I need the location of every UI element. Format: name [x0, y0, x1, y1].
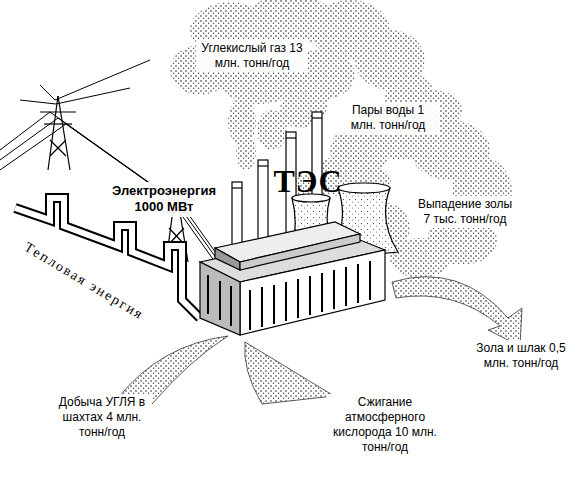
- plant-building-part: [261, 287, 263, 327]
- plant-building-part: [240, 234, 360, 270]
- plant-building-part: [285, 282, 287, 321]
- emission-label: Пары воды 1 млн. тонн/год: [336, 102, 440, 134]
- pylon-part: [48, 96, 58, 170]
- input-label: Добыча УГЛЯ в шахтах 4 млн. тонн/год: [52, 394, 152, 441]
- cooling-tower-part: [338, 183, 390, 193]
- power-line-part: [40, 60, 150, 100]
- plant-building-part: [369, 261, 371, 300]
- flow-arrow-part: [245, 342, 334, 404]
- plant-building-part: [208, 261, 370, 330]
- pylon-part: [44, 123, 72, 124]
- emission-label: Углекислый газ 13 млн. тонн/год: [196, 40, 308, 72]
- chimney-part: [312, 117, 322, 118]
- input-label: Сжигание атмосферного кислорода 10 млн. …: [326, 394, 444, 456]
- pylon-part: [50, 140, 66, 156]
- plant-building-part: [333, 270, 335, 309]
- plant-building-part: [309, 276, 311, 315]
- pylon-part: [58, 96, 70, 170]
- plant-building-part: [200, 262, 240, 335]
- power-line-part: [20, 88, 130, 104]
- chimney-part: [258, 165, 268, 166]
- plant-building-part: [357, 264, 359, 303]
- pylon-part: [50, 140, 66, 156]
- plant-building-part: [249, 290, 251, 330]
- plant-name: ТЭС: [258, 164, 358, 198]
- plant-building-part: [273, 285, 275, 324]
- plant-building-part: [215, 248, 240, 270]
- waste-label: Зола и шлак 0,5 млн. тонн/год: [462, 340, 580, 372]
- plant-building-part: [297, 279, 299, 318]
- chimney-part: [232, 187, 242, 188]
- smoke-cloud-part: [236, 134, 256, 170]
- plant-building-part: [321, 273, 323, 312]
- plant-building-part: [207, 275, 209, 314]
- plant-building-part: [230, 286, 232, 326]
- emission-label: Выпадение золы 7 тыс. тонн/год: [410, 196, 520, 228]
- plant-building: [200, 222, 385, 335]
- flow-arrow-part: [392, 277, 522, 346]
- smoke-cloud-part: [257, 110, 287, 150]
- plant-building-part: [345, 267, 347, 306]
- pylon-part: [40, 111, 76, 112]
- plant-building-part: [219, 281, 221, 320]
- output-label: Электроэнергия 1000 МВт: [108, 182, 220, 217]
- smoke-cloud: [170, 0, 435, 170]
- chimney-part: [286, 137, 296, 138]
